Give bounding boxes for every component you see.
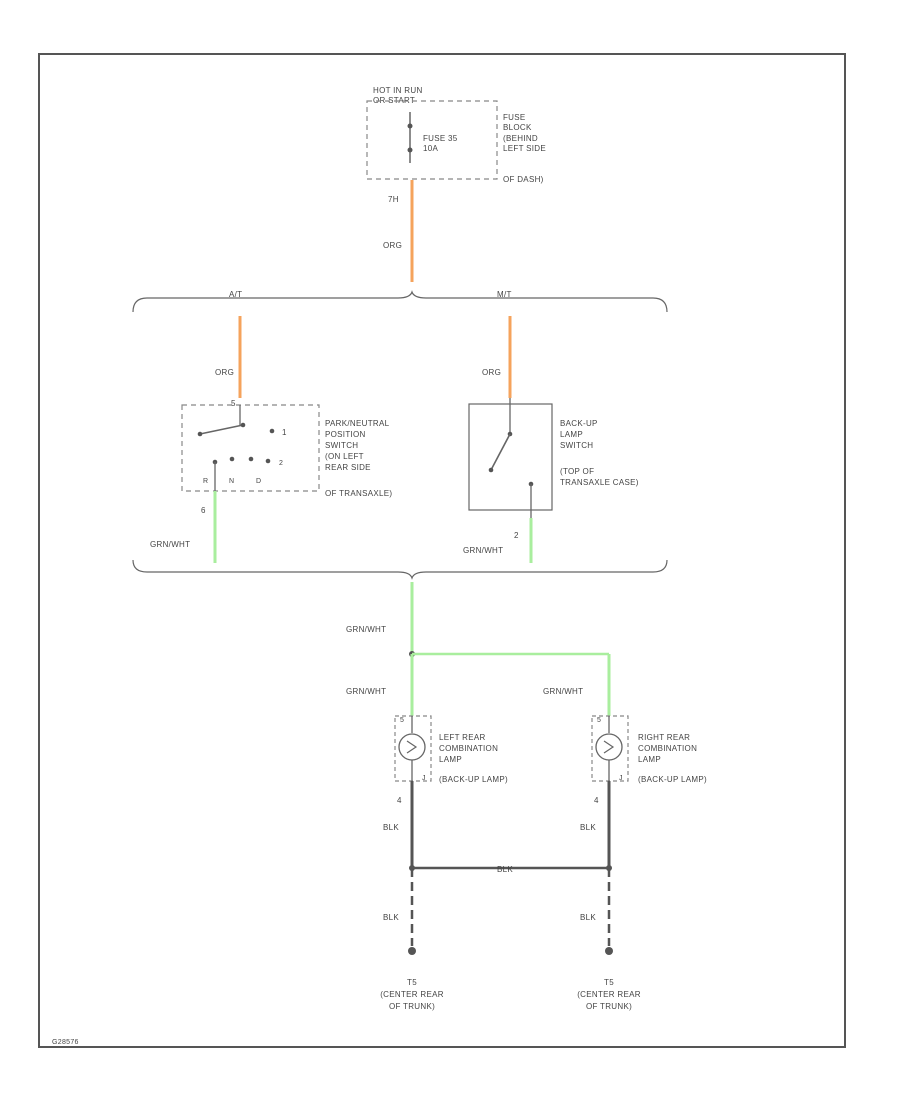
fuse-terminal-bottom [407, 147, 413, 153]
right-lamp-label-1: RIGHT REAR [638, 733, 690, 742]
fuse-block-location-5: OF DASH) [503, 175, 544, 184]
splice-wire-color: GRN/WHT [346, 625, 386, 634]
left-lamp-output-wire-color: BLK [383, 823, 399, 832]
pn-switch-blade [199, 424, 244, 435]
right-lamp-label-3: LAMP [638, 755, 661, 764]
right-lamp-bulb [595, 733, 623, 761]
svg-text:J: J [619, 775, 623, 782]
pn-switch-label-3: SWITCH [325, 441, 358, 450]
park-neutral-switch: ORG 5 1 R N D 2 PARK/NEUTRAL POSITION SW… [150, 316, 392, 563]
left-lamp-label-2: COMBINATION [439, 744, 498, 753]
backup-switch-pin-out: 2 [514, 531, 519, 540]
svg-text:J: J [422, 775, 426, 782]
fuse-block-location-1: FUSE [503, 113, 526, 122]
branch-label-mt: M/T [497, 290, 512, 299]
backup-switch-label-5: TRANSAXLE CASE) [560, 478, 639, 487]
left-lamp-input-wire-color: GRN/WHT [346, 687, 386, 696]
backup-switch-blade [490, 433, 511, 471]
right-ground-label-3: OF TRUNK) [586, 1002, 632, 1011]
pn-switch-outline [181, 404, 320, 492]
fuse-label: FUSE 35 [423, 134, 458, 143]
power-label-2: OR START [373, 96, 415, 105]
svg-text:N: N [229, 478, 234, 485]
wire-top-color: ORG [383, 241, 402, 250]
backup-switch-label-1: BACK-UP [560, 419, 598, 428]
branch-brace-bottom [132, 559, 668, 580]
left-rear-combination-lamp: GRN/WHT 5 J LEFT REAR COMBINATION LAMP (… [346, 687, 508, 1011]
left-ground-terminal [408, 947, 416, 955]
backup-switch-label-4: (TOP OF [560, 467, 594, 476]
right-ground-label-2: (CENTER REAR [577, 990, 641, 999]
left-lamp-label-3: LAMP [439, 755, 462, 764]
branch-brace-top [132, 290, 668, 313]
fuse-block-location-4: LEFT SIDE [503, 144, 546, 153]
fuse-block-location-2: BLOCK [503, 123, 532, 132]
right-lamp-label-2: COMBINATION [638, 744, 697, 753]
wire-top-terminal: 7H [388, 195, 399, 204]
left-ground-label-2: (CENTER REAR [380, 990, 444, 999]
right-rear-combination-lamp: GRN/WHT 5 J RIGHT REAR COMBINATION LAMP … [543, 687, 707, 1011]
backup-switch-wire-color: ORG [482, 368, 501, 377]
svg-text:R: R [203, 478, 208, 485]
pn-switch-label-6: OF TRANSAXLE) [325, 489, 392, 498]
backup-switch-label-3: SWITCH [560, 441, 593, 450]
right-lamp-pin-in: 5 [597, 717, 601, 724]
right-lamp-input-wire-color: GRN/WHT [543, 687, 583, 696]
left-ground-wire-color: BLK [383, 913, 399, 922]
left-lamp-label-1: LEFT REAR [439, 733, 486, 742]
svg-text:2: 2 [279, 460, 283, 467]
pn-switch-label-1: PARK/NEUTRAL [325, 419, 390, 428]
diagram-frame [38, 53, 846, 1048]
pn-switch-wire-color: ORG [215, 368, 234, 377]
pn-switch-label-5: REAR SIDE [325, 463, 371, 472]
right-lamp-output-wire-color: BLK [580, 823, 596, 832]
left-lamp-pin-out: 4 [397, 796, 402, 805]
left-ground-label-3: OF TRUNK) [389, 1002, 435, 1011]
diagram-code: G28576 [52, 1039, 79, 1046]
left-lamp-label-4: (BACK-UP LAMP) [439, 775, 508, 784]
fuse-block-outline [366, 100, 498, 180]
fuse-terminal-top [407, 123, 413, 129]
branch-label-at: A/T [229, 290, 242, 299]
left-ground-label-1: T5 [407, 978, 417, 987]
pn-switch-pin-right: 1 [282, 428, 287, 437]
ground-link-wire-color: BLK [497, 865, 513, 874]
backup-switch-output-wire-color: GRN/WHT [463, 546, 503, 555]
power-label-1: HOT IN RUN [373, 86, 423, 95]
left-lamp-pin-in: 5 [400, 717, 404, 724]
fuse-block-location-3: (BEHIND [503, 134, 538, 143]
backup-switch-label-2: LAMP [560, 430, 583, 439]
right-ground-terminal [605, 947, 613, 955]
right-lamp-label-4: (BACK-UP LAMP) [638, 775, 707, 784]
backup-lamp-switch: ORG BACK-UP LAMP SWITCH (TOP OF TRANSAXL… [463, 316, 639, 563]
right-ground-label-1: T5 [604, 978, 614, 987]
pn-switch-pin-out: 6 [201, 506, 206, 515]
pn-switch-label-4: (ON LEFT [325, 452, 364, 461]
pn-switch-output-wire-color: GRN/WHT [150, 540, 190, 549]
left-lamp-bulb [398, 733, 426, 761]
right-lamp-pin-out: 4 [594, 796, 599, 805]
pn-switch-label-2: POSITION [325, 430, 366, 439]
fuse-rating: 10A [423, 144, 438, 153]
right-ground-wire-color: BLK [580, 913, 596, 922]
fuse-block: HOT IN RUN OR START FUSE 35 10A FUSE BLO… [366, 86, 546, 184]
pn-switch-pin-top: 5 [231, 399, 236, 408]
svg-text:D: D [256, 478, 261, 485]
